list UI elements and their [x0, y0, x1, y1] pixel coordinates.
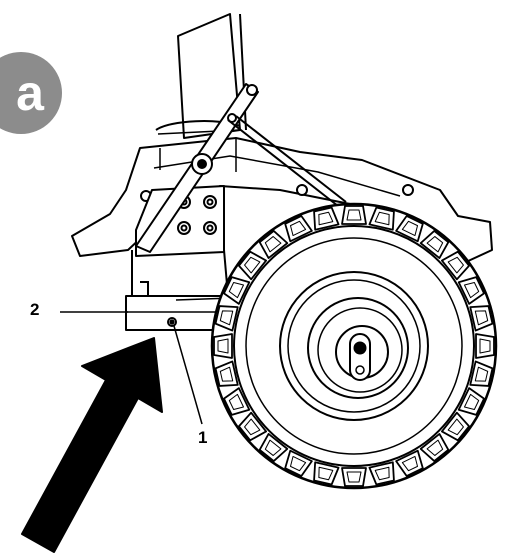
tread-lug	[441, 411, 470, 442]
tread-lug-groove	[217, 338, 229, 354]
tread-lug-groove	[474, 366, 489, 382]
tread-lug-groove	[374, 211, 390, 226]
tread-lug	[284, 449, 313, 477]
tread-lug-groove	[374, 466, 390, 481]
tread-lug	[213, 333, 233, 359]
tread-lug-groove	[244, 418, 261, 436]
tread-lug-groove	[426, 236, 444, 253]
tread-lug	[441, 250, 470, 281]
wheel	[210, 202, 498, 490]
leader-lines	[60, 311, 203, 425]
tread-lug	[284, 215, 313, 243]
tread-lug	[457, 276, 485, 305]
tread-lug-groove	[346, 471, 362, 483]
tread-lug-groove	[318, 211, 334, 226]
tread-lug-groove	[264, 236, 282, 253]
push-direction-arrow-icon	[21, 337, 163, 553]
tread-lug-groove	[401, 455, 419, 472]
callout-label-2: 2	[30, 300, 40, 319]
hood-bolts	[140, 184, 414, 202]
tread-lug	[223, 387, 251, 416]
tread-lug	[258, 433, 289, 462]
tread-lug-groove	[401, 220, 419, 237]
tread-lug-groove	[463, 393, 480, 411]
tread-lug-groove	[447, 418, 464, 436]
lever-arm	[135, 83, 259, 253]
tread-lug-groove	[219, 366, 234, 382]
tread-lug-groove	[244, 256, 261, 274]
control-rod	[227, 113, 347, 207]
tread-lug-groove	[463, 281, 480, 299]
tread-lug	[341, 205, 367, 225]
tread-lug-groove	[289, 220, 307, 237]
tread-lug-groove	[346, 209, 362, 221]
tread-lug	[395, 449, 424, 477]
tread-lug-groove	[426, 439, 444, 456]
tread-lug-groove	[219, 310, 234, 326]
tread-lug	[223, 276, 251, 305]
tread-lug	[395, 215, 424, 243]
tread-lug-groove	[228, 281, 245, 299]
tread-lug-groove	[289, 455, 307, 472]
tread-lug-groove	[474, 310, 489, 326]
tread-lug-groove	[228, 393, 245, 411]
callout-label-1: 1	[198, 428, 208, 447]
tread-lug-groove	[447, 256, 464, 274]
tread-lug	[419, 433, 450, 462]
figure-badge: a	[0, 52, 62, 134]
tread-lug	[238, 250, 267, 281]
tread-lug	[238, 411, 267, 442]
tread-lug-groove	[264, 439, 282, 456]
tread-lug	[475, 333, 495, 359]
tread-lugs	[213, 205, 495, 487]
tread-lug-groove	[479, 338, 491, 354]
tread-lug	[419, 230, 450, 259]
tread-lug-groove	[318, 466, 334, 481]
tread-lug	[341, 467, 367, 487]
tread-lug	[258, 230, 289, 259]
tread-lug	[457, 387, 485, 416]
